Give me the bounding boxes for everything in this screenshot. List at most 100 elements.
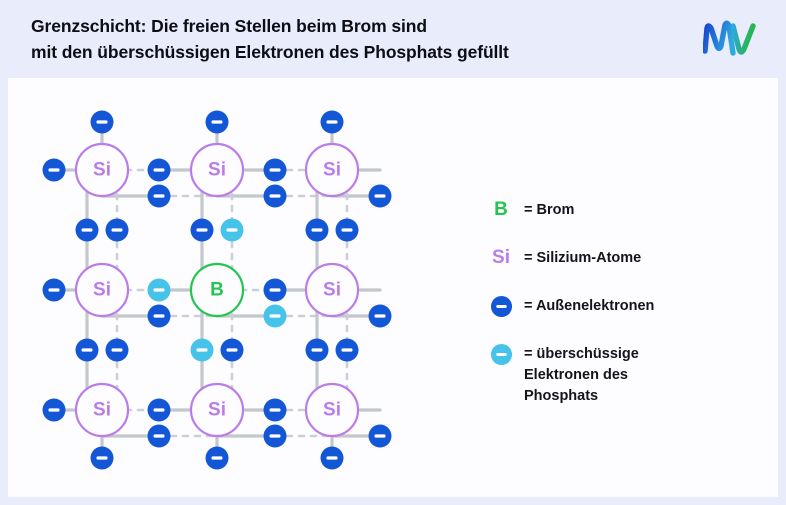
atom-label: Si bbox=[208, 400, 226, 421]
atom-circle bbox=[74, 382, 130, 438]
electron-excess bbox=[190, 338, 214, 362]
atom-si-r1-c0: Si bbox=[74, 262, 130, 318]
atom-circle bbox=[304, 382, 360, 438]
minus-icon bbox=[341, 348, 353, 352]
electron-outer bbox=[320, 446, 344, 470]
legend-row: B = Brom bbox=[478, 198, 763, 224]
atom-circle bbox=[74, 262, 130, 318]
atom-si-r1-c2: Si bbox=[304, 262, 360, 318]
minus-icon bbox=[374, 194, 386, 198]
electron-outer bbox=[42, 278, 66, 302]
minus-icon bbox=[495, 304, 507, 309]
minus-icon bbox=[81, 228, 93, 232]
legend-row: = Außenelektronen bbox=[478, 294, 763, 320]
electron-outer bbox=[335, 338, 359, 362]
minus-icon bbox=[48, 168, 60, 172]
electron-outer bbox=[263, 424, 287, 448]
atom-label: Si bbox=[323, 400, 341, 421]
minus-icon bbox=[495, 352, 507, 357]
minus-icon bbox=[269, 168, 281, 172]
atom-label: Si bbox=[323, 160, 341, 181]
minus-icon bbox=[269, 314, 281, 318]
electron-outer bbox=[105, 338, 129, 362]
electron-outer bbox=[335, 218, 359, 242]
electron-excess bbox=[220, 218, 244, 242]
atom-circle bbox=[189, 142, 245, 198]
minus-icon bbox=[96, 456, 108, 460]
minus-icon bbox=[111, 348, 123, 352]
electron-outer bbox=[90, 110, 114, 134]
minus-icon bbox=[311, 228, 323, 232]
legend-electron-icon bbox=[478, 294, 524, 318]
electron-outer bbox=[147, 184, 171, 208]
atom-circle bbox=[189, 262, 245, 318]
minus-icon bbox=[196, 348, 208, 352]
header-band: Grenzschicht: Die freien Stellen beim Br… bbox=[0, 0, 786, 78]
legend-symbol-text: B bbox=[494, 199, 508, 220]
minus-icon bbox=[153, 314, 165, 318]
minus-icon bbox=[374, 434, 386, 438]
minus-icon bbox=[153, 408, 165, 412]
electron-outer bbox=[147, 398, 171, 422]
minus-icon bbox=[48, 288, 60, 292]
electron-excess bbox=[147, 278, 171, 302]
atom-label: B bbox=[210, 280, 224, 301]
logo-stroke-blue bbox=[703, 20, 736, 56]
electron-outer bbox=[42, 398, 66, 422]
minus-icon bbox=[96, 120, 108, 124]
atom-label: Si bbox=[93, 280, 111, 301]
title-line-1: Grenzschicht: Die freien Stellen beim Br… bbox=[31, 16, 427, 36]
legend-row: = überschüssige Elektronen des Phosphats bbox=[478, 342, 763, 407]
atom-si-r0-c0: Si bbox=[74, 142, 130, 198]
logo-stroke-green bbox=[730, 23, 756, 55]
legend-row: Si= Silizium-Atome bbox=[478, 246, 763, 272]
electron-outer bbox=[147, 158, 171, 182]
minus-icon bbox=[341, 228, 353, 232]
mv-wave-logo bbox=[703, 20, 756, 56]
legend-label: = Brom bbox=[524, 202, 575, 218]
minus-icon bbox=[211, 120, 223, 124]
atom-si-r0-c1: Si bbox=[189, 142, 245, 198]
minus-icon bbox=[153, 288, 165, 292]
legend-label: = überschüssige Elektronen des Phosphats bbox=[524, 346, 639, 404]
minus-icon bbox=[226, 228, 238, 232]
page-title: Grenzschicht: Die freien Stellen beim Br… bbox=[31, 13, 651, 65]
electron-outer bbox=[105, 218, 129, 242]
electron-outer bbox=[305, 218, 329, 242]
atom-label: Si bbox=[93, 160, 111, 181]
electron-outer bbox=[263, 278, 287, 302]
electron-icon bbox=[490, 343, 512, 366]
atom-si-r2-c1: Si bbox=[189, 382, 245, 438]
electron-outer bbox=[305, 338, 329, 362]
minus-icon bbox=[153, 434, 165, 438]
atom-circle bbox=[189, 382, 245, 438]
electron-outer bbox=[75, 218, 99, 242]
minus-icon bbox=[326, 120, 338, 124]
atom-label: Si bbox=[323, 280, 341, 301]
legend-symbol-b: B bbox=[478, 198, 524, 221]
minus-icon bbox=[311, 348, 323, 352]
electron-outer bbox=[368, 184, 392, 208]
electron-outer bbox=[368, 424, 392, 448]
electron-excess bbox=[263, 304, 287, 328]
title-line-2: mit den überschüssigen Elektronen des Ph… bbox=[31, 42, 509, 62]
electron-outer bbox=[368, 304, 392, 328]
electron-outer bbox=[263, 398, 287, 422]
minus-icon bbox=[269, 194, 281, 198]
electron-outer bbox=[147, 424, 171, 448]
atom-b-r1-c1: B bbox=[189, 262, 245, 318]
minus-icon bbox=[211, 456, 223, 460]
atom-circle bbox=[74, 142, 130, 198]
electron-outer bbox=[205, 446, 229, 470]
electron-outer bbox=[320, 110, 344, 134]
minus-icon bbox=[226, 348, 238, 352]
minus-icon bbox=[196, 228, 208, 232]
electron-outer bbox=[190, 218, 214, 242]
minus-icon bbox=[269, 434, 281, 438]
legend-label: = Außenelektronen bbox=[524, 298, 655, 314]
legend-electron-icon bbox=[478, 342, 524, 366]
